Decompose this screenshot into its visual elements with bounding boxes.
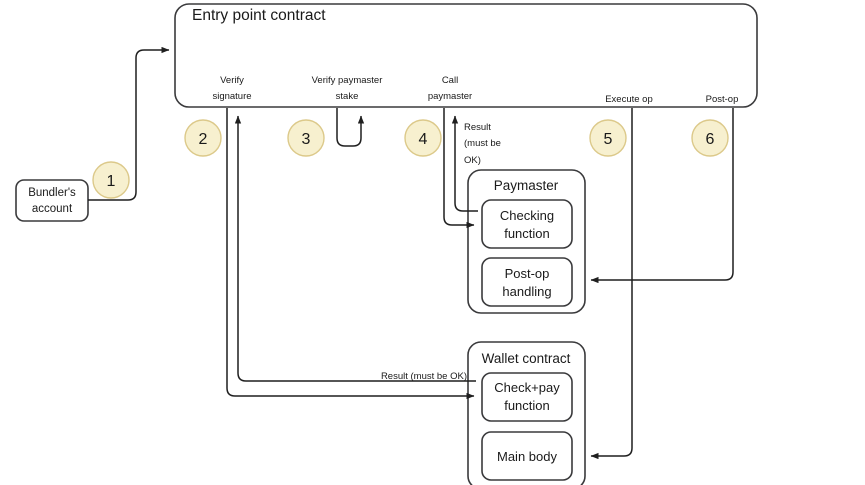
connector-bundler-to-entrypoint — [88, 46, 170, 201]
step-badge-1-circle — [92, 161, 130, 199]
paymaster-post-op-handling-box — [481, 257, 573, 307]
step-badge-5: 5 — [589, 119, 627, 157]
step-badge-4-circle — [404, 119, 442, 157]
port-label-call-paymaster-line2: paymaster — [428, 91, 472, 102]
paymaster-checking-function-box — [481, 199, 573, 249]
paymaster-title: Paymaster — [494, 178, 559, 193]
step-badge-1-label: 1 — [107, 173, 116, 190]
step-badge-2-label: 2 — [199, 131, 208, 148]
wallet-check-pay-function-label-line2: function — [504, 398, 550, 413]
step-badge-3-circle — [287, 119, 325, 157]
paymaster-box — [467, 169, 586, 314]
step-badge-4-label: 4 — [419, 131, 428, 148]
paymaster-post-op-handling-label-line2: handling — [502, 284, 551, 299]
entry-point-contract-box — [174, 3, 758, 108]
step-badge-3: 3 — [287, 119, 325, 157]
step-badge-2-circle — [184, 119, 222, 157]
connector-call-paymaster-call — [443, 108, 475, 229]
bundler-account-label-line1: Bundler's — [28, 187, 76, 199]
step-badge-1: 1 — [92, 161, 130, 199]
wallet-check-pay-function-label-line1: Check+pay — [494, 380, 560, 395]
port-label-post-op: Post-op — [706, 94, 739, 105]
wallet-contract-title: Wallet contract — [482, 351, 571, 366]
port-label-verify-signature-line1: Verify — [220, 75, 244, 86]
step-badge-6: 6 — [691, 119, 729, 157]
paymaster-checking-function-label-line1: Checking — [500, 208, 554, 223]
port-label-verify-paymaster-stake-line2: stake — [336, 91, 359, 102]
annotation-paymaster-result-line3: OK) — [464, 155, 481, 166]
step-badge-3-label: 3 — [302, 131, 311, 148]
wallet-check-pay-function-box — [481, 372, 573, 422]
entry-point-contract-title: Entry point contract — [192, 7, 326, 24]
step-badge-6-label: 6 — [706, 131, 715, 148]
wallet-main-body-label-line1: Main body — [497, 449, 557, 464]
port-label-call-paymaster-line1: Call — [442, 75, 458, 86]
step-badge-5-circle — [589, 119, 627, 157]
paymaster-checking-function-label-line2: function — [504, 226, 550, 241]
wallet-contract-box — [467, 341, 586, 485]
connector-verify-signature-result — [234, 115, 476, 382]
connector-call-paymaster-result — [451, 115, 478, 212]
step-badge-6-circle — [691, 119, 729, 157]
step-badge-5-label: 5 — [604, 131, 613, 148]
connector-post-op — [590, 108, 734, 284]
port-label-verify-signature-line2: signature — [212, 91, 251, 102]
bundler-account-label-line2: account — [32, 203, 73, 215]
connector-execute-op — [590, 108, 633, 460]
annotation-paymaster-result-line2: (must be — [464, 138, 501, 149]
port-label-execute-op: Execute op — [605, 94, 653, 105]
port-label-verify-paymaster-stake-line1: Verify paymaster — [312, 75, 383, 86]
connector-verify-paymaster-stake-selfloop — [336, 108, 365, 147]
annotation-paymaster-result-line1: Result — [464, 122, 491, 133]
paymaster-post-op-handling-label-line1: Post-op — [505, 266, 550, 281]
connector-verify-signature-call — [226, 108, 475, 400]
wallet-main-body-box — [481, 431, 573, 481]
annotation-wallet-result: Result (must be OK) — [381, 371, 467, 382]
step-badge-2: 2 — [184, 119, 222, 157]
step-badge-4: 4 — [404, 119, 442, 157]
